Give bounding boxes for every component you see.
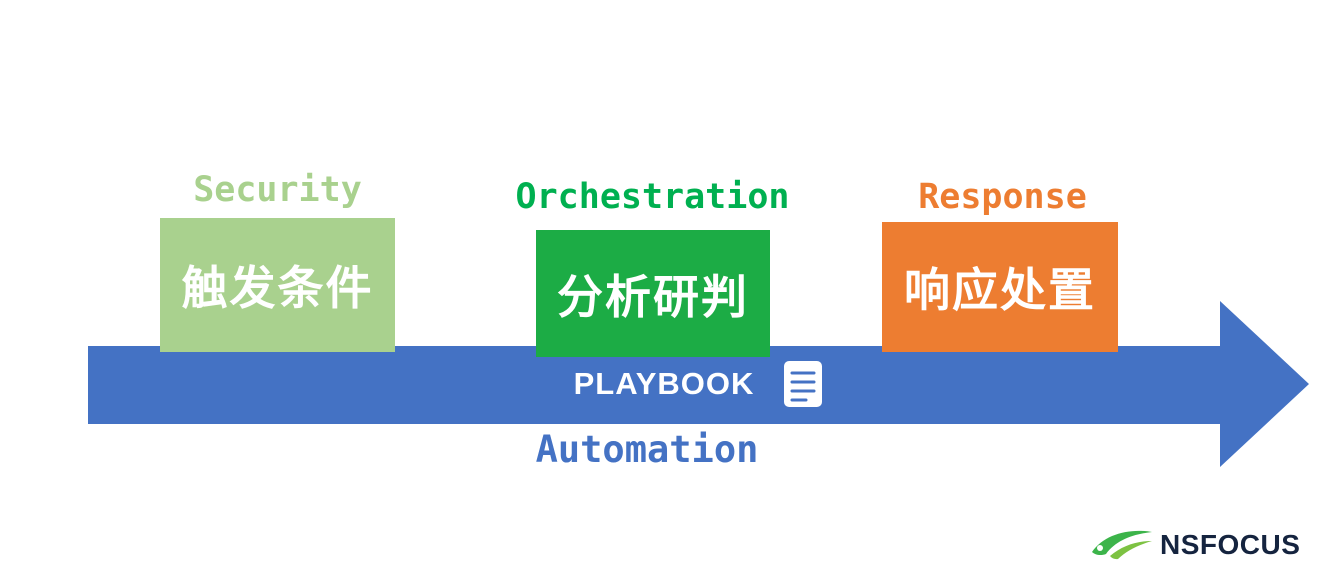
nsfocus-logo-text: NSFOCUS [1160,529,1301,560]
orchestration-stage-box: 分析研判 [536,230,770,357]
security-stage-box-label: 触发条件 [181,262,374,314]
security-stage-box: 触发条件 [160,218,395,352]
playbook-row: PLAYBOOK [520,356,880,412]
playbook-label: PLAYBOOK [573,366,755,401]
security-label: Security [193,170,362,210]
nsfocus-logo: NSFOCUS [1090,526,1300,564]
orchestration-stage-box-label: 分析研判 [557,270,749,323]
orchestration-label: Orchestration [515,177,790,217]
response-stage-box: 响应处置 [882,222,1118,352]
playbook-document-icon [784,361,823,407]
nsfocus-swoosh-icon [1092,530,1152,560]
response-label: Response [918,177,1087,217]
process-arrow-shape [88,301,1309,467]
response-stage-box-label: 响应处置 [904,264,1096,316]
automation-label: Automation [535,428,759,471]
